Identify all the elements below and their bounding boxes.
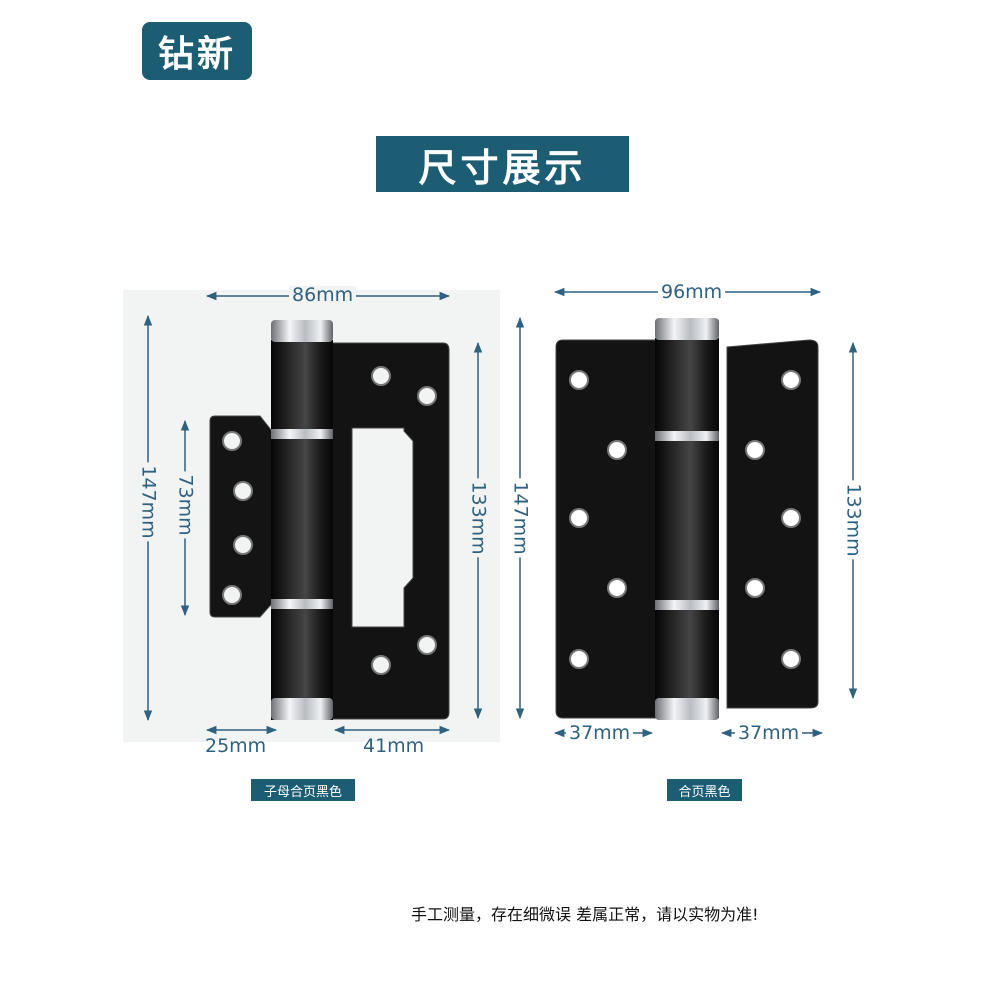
right-bottom-left-label: 37mm — [566, 724, 634, 743]
left-hinge-inner-leaf — [209, 415, 276, 618]
left-width-label: 86mm — [289, 286, 357, 305]
brand-logo: 钻新 — [142, 22, 252, 80]
right-total-height-label: 147mm — [510, 478, 532, 558]
right-hinge — [555, 318, 819, 720]
right-plate-height-label: 133mm — [843, 480, 865, 560]
right-width-label: 96mm — [658, 283, 726, 302]
left-product-caption: 子母合页黑色 — [251, 779, 355, 801]
left-plate-height-label: 133mm — [468, 478, 490, 558]
right-hinge-right-leaf — [726, 339, 819, 709]
section-title-banner: 尺寸展示 — [376, 136, 629, 192]
left-bottom-left-label: 25mm — [205, 735, 267, 757]
left-hinge-outer-leaf — [299, 342, 450, 720]
left-inner-leaf-height-label: 73mm — [175, 471, 197, 539]
right-product-caption: 合页黑色 — [667, 779, 742, 801]
right-bottom-right-label: 37mm — [735, 724, 803, 743]
left-bottom-right-label: 41mm — [363, 735, 425, 757]
measurement-note: 手工测量，存在细微误 差属正常，请以实物为准! — [411, 905, 759, 924]
left-total-height-label: 147mm — [138, 462, 160, 542]
left-hinge — [209, 320, 450, 720]
